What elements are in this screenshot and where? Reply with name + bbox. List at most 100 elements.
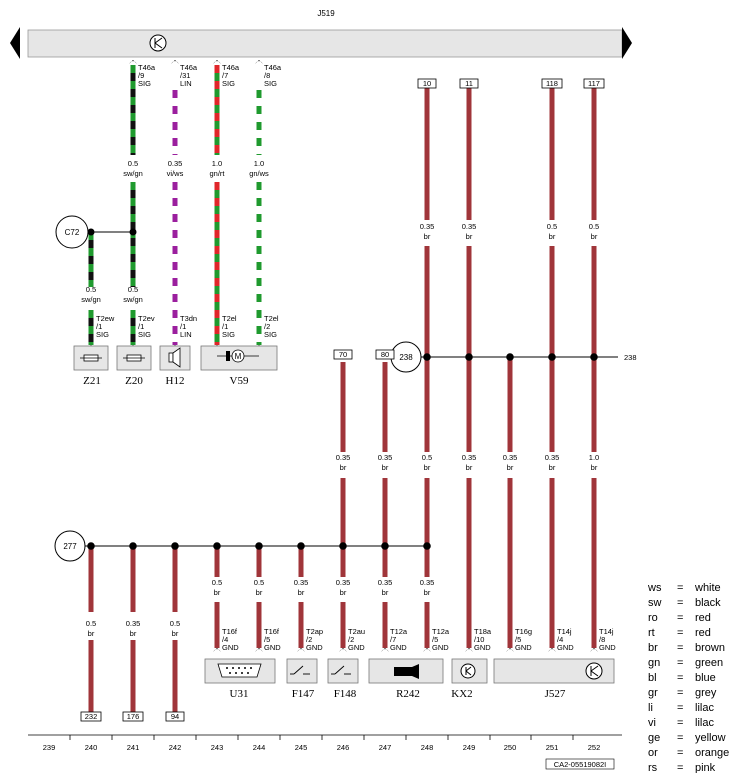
col-247: 247	[379, 743, 392, 752]
col-249: 249	[463, 743, 476, 752]
transistor-icon	[585, 662, 603, 680]
camera-icon	[394, 664, 419, 679]
ref-176: 176	[127, 712, 140, 721]
legend-code: ro	[648, 612, 658, 624]
horn-icon	[168, 347, 181, 368]
svg-text:0.5br: 0.5br	[212, 578, 222, 597]
legend-code: li	[648, 702, 653, 714]
column-ruler: 239 240 241 242 243 244 245 246 247 248 …	[28, 734, 622, 770]
svg-text:1.0gn/ws: 1.0gn/ws	[249, 159, 269, 178]
switch-icon	[331, 665, 351, 675]
svg-text:=: =	[677, 717, 683, 729]
component-f148	[327, 658, 359, 684]
svg-text:=: =	[677, 762, 683, 773]
component-kx2	[451, 658, 488, 684]
c72-connection: C72	[55, 215, 89, 249]
heater-icon	[80, 354, 102, 362]
legend-name: green	[695, 657, 723, 669]
motor-icon: M	[217, 349, 259, 363]
svg-text:=: =	[677, 732, 683, 744]
svg-text:=: =	[677, 642, 683, 654]
label-u31: U31	[230, 688, 249, 700]
svg-text:=: =	[677, 612, 683, 624]
svg-text:0.5sw/gn: 0.5sw/gn	[81, 285, 101, 304]
col-250: 250	[504, 743, 517, 752]
legend-code: sw	[648, 597, 662, 609]
component-u31	[204, 658, 276, 684]
svg-text:M: M	[235, 352, 242, 361]
ref-80: 80	[381, 350, 389, 359]
label-f148: F148	[334, 688, 357, 700]
col-239: 239	[43, 743, 56, 752]
label-f147: F147	[292, 688, 315, 700]
mid-ref-boxes: 70 80	[333, 349, 395, 360]
legend-code: gr	[648, 687, 658, 699]
diagram-title: J519	[317, 9, 335, 18]
component-r242	[368, 658, 444, 684]
svg-text:0.5br: 0.5br	[422, 453, 432, 472]
col-244: 244	[253, 743, 266, 752]
bottom-pin-arrows	[213, 648, 598, 652]
label-kx2: KX2	[451, 688, 472, 700]
svg-text:0.5br: 0.5br	[547, 222, 557, 241]
component-z20	[116, 345, 152, 371]
legend-code: rt	[648, 627, 655, 639]
legend-code: ge	[648, 732, 660, 744]
ref-11: 11	[465, 79, 473, 88]
c72-label: C72	[65, 228, 80, 237]
label-v59: V59	[230, 375, 249, 387]
legend-name: yellow	[695, 732, 726, 744]
wire-c72-branch	[72, 228, 137, 345]
label-r242: R242	[396, 688, 420, 700]
color-legend: ws=white sw=black ro=red rt=red br=brown…	[647, 582, 729, 773]
ref-10: 10	[423, 79, 431, 88]
legend-name: black	[695, 597, 721, 609]
legend-code: or	[648, 747, 658, 759]
n277-label: 277	[63, 542, 77, 551]
svg-text:=: =	[677, 747, 683, 759]
svg-text:=: =	[677, 582, 683, 594]
switch-icon	[290, 665, 310, 675]
component-j527	[493, 658, 615, 684]
bottom-ref-boxes: 232 176 94	[80, 711, 185, 722]
legend-name: lilac	[695, 717, 714, 729]
ref-117: 117	[588, 79, 600, 88]
legend-code: vi	[648, 717, 656, 729]
svg-text:1.0br: 1.0br	[589, 453, 599, 472]
svg-text:0.5sw/gn: 0.5sw/gn	[123, 285, 143, 304]
bus-277: 277	[54, 530, 431, 562]
top-ref-boxes: 10 11 118 117	[417, 78, 605, 89]
label-h12: H12	[166, 375, 185, 387]
svg-text:0.5br: 0.5br	[254, 578, 264, 597]
svg-text:=: =	[677, 597, 683, 609]
legend-name: pink	[695, 762, 716, 773]
legend-name: blue	[695, 672, 716, 684]
svg-text:=: =	[677, 627, 683, 639]
legend-name: white	[694, 582, 721, 594]
svg-text:=: =	[677, 672, 683, 684]
svg-text:0.5br: 0.5br	[86, 619, 96, 638]
legend-name: red	[695, 612, 711, 624]
